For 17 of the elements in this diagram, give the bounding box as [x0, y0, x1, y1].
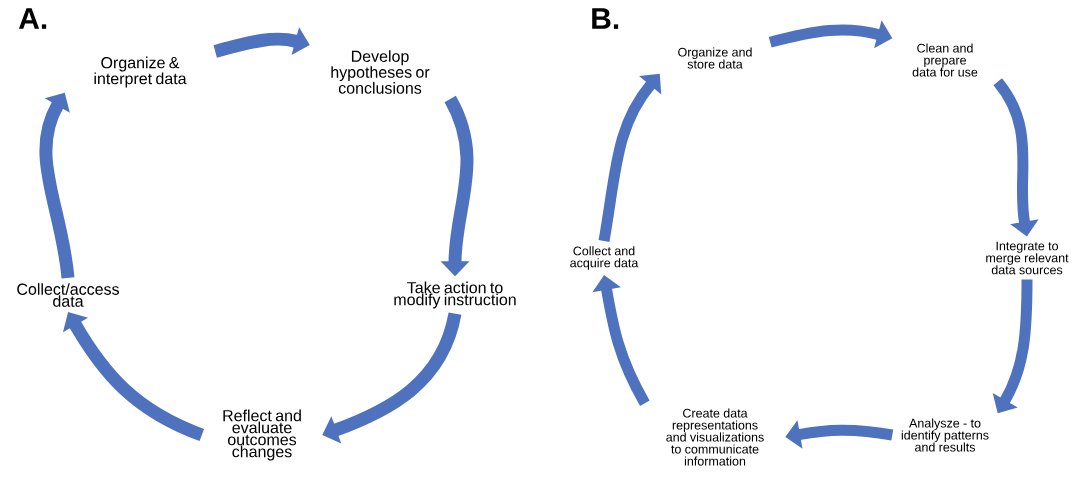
- step-text: Collect/access data: [17, 283, 119, 307]
- step-text: Organize & interpret data: [94, 56, 187, 88]
- panel-label: B.: [592, 8, 619, 29]
- curved-arrow: [213, 27, 310, 58]
- step-text: Collect and acquire data: [570, 246, 639, 270]
- step-text: Clean and prepare data for use: [912, 43, 978, 77]
- step-text: Take action to modify instruction: [394, 281, 516, 309]
- step-text: Integrate to merge relevant data sources: [986, 241, 1069, 275]
- step-text: Analysze - to identify patterns and results: [901, 418, 989, 452]
- step-text: Organize and store data: [678, 47, 752, 69]
- step-text: Create data representations and visualizations to communicate information: [666, 408, 764, 466]
- curved-arrow: [62, 312, 205, 442]
- curved-arrow: [322, 312, 462, 444]
- step-text: Develop hypotheses or conclusions: [331, 50, 430, 94]
- panel-label: A.: [18, 8, 47, 29]
- curved-arrow: [592, 275, 650, 406]
- step-text: Reflect and evaluate outcomes changes: [223, 409, 301, 461]
